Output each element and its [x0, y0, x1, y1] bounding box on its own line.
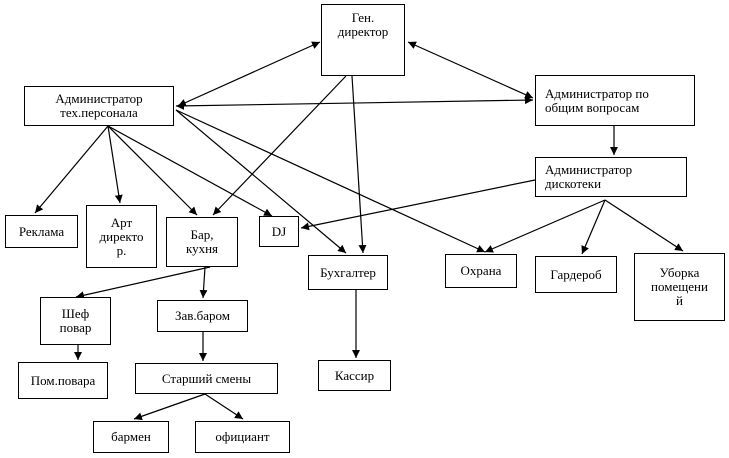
node-shift-lead: Старший смены: [135, 363, 278, 394]
node-dj: DJ: [259, 216, 299, 247]
node-label: Администратор по общим вопросам: [545, 85, 649, 115]
connector-gen-director-to-admin-tech: [177, 41, 321, 107]
connector-admin-disco-to-cloakroom: [581, 199, 606, 255]
node-barman: бармен: [93, 421, 169, 453]
connector-shift-lead-to-barman: [133, 393, 206, 421]
connector-admin-tech-to-bar-kitchen: [107, 125, 198, 216]
connector-gen-director-to-accountant: [351, 75, 367, 254]
connector-shift-lead-to-waiter: [204, 393, 244, 420]
node-label: официант: [215, 429, 270, 444]
connector-admin-disco-to-dj: [300, 179, 536, 231]
node-cleaning: Уборка помещени й: [634, 253, 725, 321]
node-label: Бар, кухня: [185, 227, 219, 256]
connector-admin-tech-to-art-director: [107, 125, 123, 204]
node-ads: Реклама: [5, 215, 78, 248]
node-label: Реклама: [18, 223, 65, 239]
node-cashier: Кассир: [318, 360, 391, 391]
node-label: Ген. директор: [337, 10, 389, 39]
node-chef: Шеф повар: [40, 297, 111, 345]
node-waiter: официант: [195, 421, 290, 453]
node-label: Администратор тех.персонала: [55, 91, 143, 120]
node-bar-manager: Зав.баром: [157, 300, 248, 332]
node-label: Старший смены: [161, 370, 252, 386]
node-accountant: Бухгалтер: [308, 255, 388, 290]
connector-bar-kitchen-to-chef: [75, 266, 211, 300]
node-label: Арт директо р.: [99, 214, 144, 258]
node-label: Шеф повар: [59, 306, 92, 335]
node-label: бармен: [111, 429, 151, 444]
node-label: DJ: [271, 223, 287, 239]
node-label: Бухгалтер: [320, 264, 376, 280]
connector-bar-kitchen-to-bar-manager: [199, 266, 208, 299]
node-cook-assistant: Пом.повара: [18, 362, 108, 399]
node-gen-director: Ген. директор: [321, 4, 405, 76]
node-admin-tech: Администратор тех.персонала: [24, 86, 174, 126]
node-label: Зав.баром: [174, 308, 231, 323]
node-admin-general: Администратор по общим вопросам: [535, 75, 695, 126]
connector-admin-disco-to-security: [484, 199, 606, 253]
connector-admin-tech-to-security: [175, 109, 486, 253]
connector-gen-director-to-admin-general: [407, 41, 534, 99]
connector-admin-tech-to-accountant: [175, 109, 347, 254]
node-bar-kitchen: Бар, кухня: [166, 217, 238, 267]
node-label: Гардероб: [550, 266, 602, 282]
connector-admin-tech-to-dj: [107, 125, 273, 217]
node-cloakroom: Гардероб: [535, 256, 617, 293]
node-security: Охрана: [445, 254, 517, 288]
connector-admin-tech-to-admin-general: [175, 96, 534, 110]
node-art-director: Арт директо р.: [86, 205, 157, 268]
node-label: Уборка помещени й: [651, 265, 708, 308]
connector-admin-disco-to-cleaning: [604, 199, 684, 252]
node-admin-disco: Администратор дискотеки: [535, 157, 687, 197]
connector-gen-director-to-bar-kitchen: [212, 75, 347, 216]
node-label: Кассир: [334, 367, 375, 383]
connector-admin-tech-to-ads: [34, 125, 109, 214]
node-label: Охрана: [460, 263, 502, 278]
node-label: Пом.повара: [30, 372, 96, 388]
node-label: Администратор дискотеки: [545, 162, 633, 191]
